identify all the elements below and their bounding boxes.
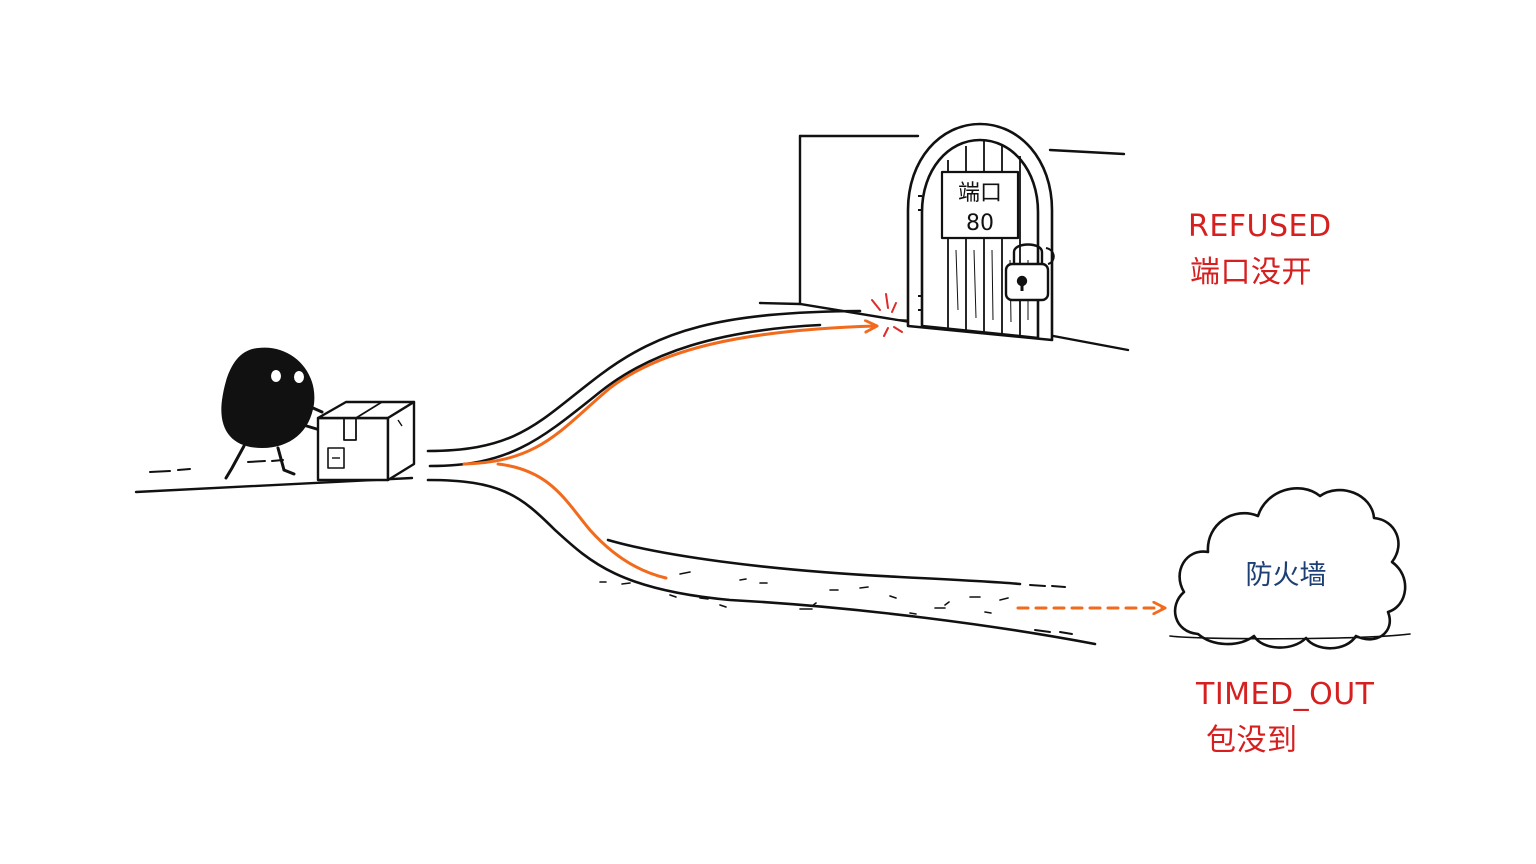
blob-body xyxy=(221,347,315,448)
road-lower-top-edge xyxy=(426,478,1097,646)
door-sign-board xyxy=(940,170,1020,240)
road-upper-top-edge xyxy=(426,309,862,453)
padlock-icon xyxy=(1004,243,1055,302)
blob-eye-left xyxy=(271,370,281,382)
wall xyxy=(758,134,1130,352)
blob-eye-right xyxy=(294,371,304,383)
door-sign-line1: 端口 xyxy=(958,181,1002,206)
attempt-arrows xyxy=(462,326,1164,608)
road-lower-inner-edge xyxy=(606,538,1022,586)
firewall-label: 防火墙 xyxy=(1246,560,1327,591)
timed-out-code-label: TIMED_OUT xyxy=(1195,677,1375,712)
blob-limbs xyxy=(224,402,324,480)
arched-door xyxy=(906,122,1055,342)
impact-spark xyxy=(871,293,907,337)
refused-desc-label: 端口没开 xyxy=(1190,255,1312,290)
blob-character xyxy=(221,347,324,480)
arrow-to-door xyxy=(462,326,876,466)
door-sign-line2: 80 xyxy=(966,211,994,236)
door-hinges xyxy=(918,195,922,311)
gravel-specks xyxy=(599,571,1009,615)
timed-out-desc-label: 包没到 xyxy=(1206,723,1298,758)
forking-road xyxy=(426,309,1097,646)
refused-code-label: REFUSED xyxy=(1188,209,1332,244)
arrow-branch-lower xyxy=(496,462,668,580)
cloud-shape xyxy=(1169,487,1411,650)
road-upper-bottom-edge xyxy=(428,323,822,468)
package-box xyxy=(316,400,416,482)
